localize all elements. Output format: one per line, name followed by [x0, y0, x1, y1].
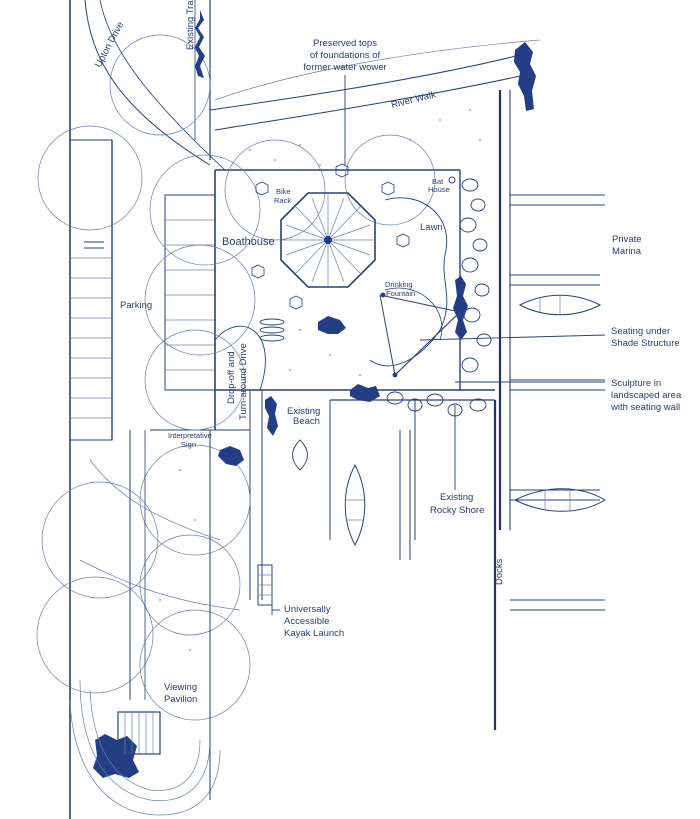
label-bat-house-2: House — [428, 185, 450, 194]
river-walk-path — [209, 39, 541, 131]
label-bat-house-1: Bat — [432, 177, 444, 186]
label-boathouse: Boathouse — [222, 236, 275, 248]
label-dropoff-1: Drop-off and — [226, 351, 237, 404]
label-sculpture-3: with seating wall — [610, 402, 680, 413]
label-kayak-2: Accessible — [284, 616, 329, 627]
label-existing-trail: Existing Trail — [185, 0, 196, 50]
existing-trail — [79, 430, 241, 800]
viewing-pavilion — [69, 679, 221, 816]
upton-drive-road — [69, 0, 226, 819]
boats — [292, 294, 606, 547]
label-private-marina-2: Marina — [612, 246, 642, 257]
label-dropoff-2: Turn-around Drive — [238, 343, 249, 420]
label-existing-beach-1: Existing — [287, 406, 320, 417]
leader-lines — [271, 75, 606, 615]
label-interpretive-2: Sign — [181, 440, 196, 449]
label-upton-drive: Upton Drive — [93, 20, 126, 69]
label-rocky-shore-1: Existing — [440, 492, 473, 503]
plan-labels: Upton Drive Existing Trail Preserved top… — [93, 0, 682, 705]
label-seating-1: Seating under — [611, 326, 670, 337]
boathouse-octagon — [280, 192, 376, 288]
shrub-plantings — [93, 10, 536, 778]
label-existing-beach-2: Beach — [293, 416, 320, 427]
kayak-rack — [259, 318, 285, 342]
label-parking: Parking — [120, 300, 152, 311]
label-kayak-1: Universally — [284, 604, 331, 615]
shade-structure — [379, 176, 461, 378]
kayak-launch — [257, 564, 273, 606]
label-drinking-fountain-1: Drinking — [385, 280, 413, 289]
label-kayak-3: Kayak Launch — [284, 628, 344, 639]
label-preserved-foundations: of foundations of — [310, 50, 381, 61]
label-bike-rack-2: Rack — [274, 196, 291, 205]
label-preserved-tower: former water wower — [303, 62, 386, 73]
label-rocky-shore-2: Rocky Shore — [430, 505, 484, 516]
label-sculpture-1: Sculpture in — [611, 378, 661, 389]
parking-lot — [69, 139, 216, 441]
docks-marina — [399, 90, 605, 730]
label-docks: Docks — [494, 558, 505, 585]
label-river-walk: River Walk — [390, 89, 437, 111]
label-drinking-fountain-2: Fountain — [386, 289, 415, 298]
label-preserved-tops: Preserved tops — [313, 38, 377, 49]
label-lawn: Lawn — [420, 222, 443, 233]
tree-canopies — [36, 34, 436, 721]
label-viewing-2: Pavilion — [164, 694, 197, 705]
rocky-shore — [386, 178, 492, 417]
label-seating-2: Shade Structure — [611, 338, 680, 349]
label-sculpture-2: landscaped area — [611, 390, 682, 401]
stipple-texture — [159, 109, 481, 651]
foundation-markers — [251, 163, 410, 310]
label-interpretive-1: Interpretative — [168, 431, 212, 440]
label-private-marina-1: Private — [612, 234, 642, 245]
label-bike-rack-1: Bike — [276, 187, 291, 196]
label-viewing-1: Viewing — [164, 682, 197, 693]
